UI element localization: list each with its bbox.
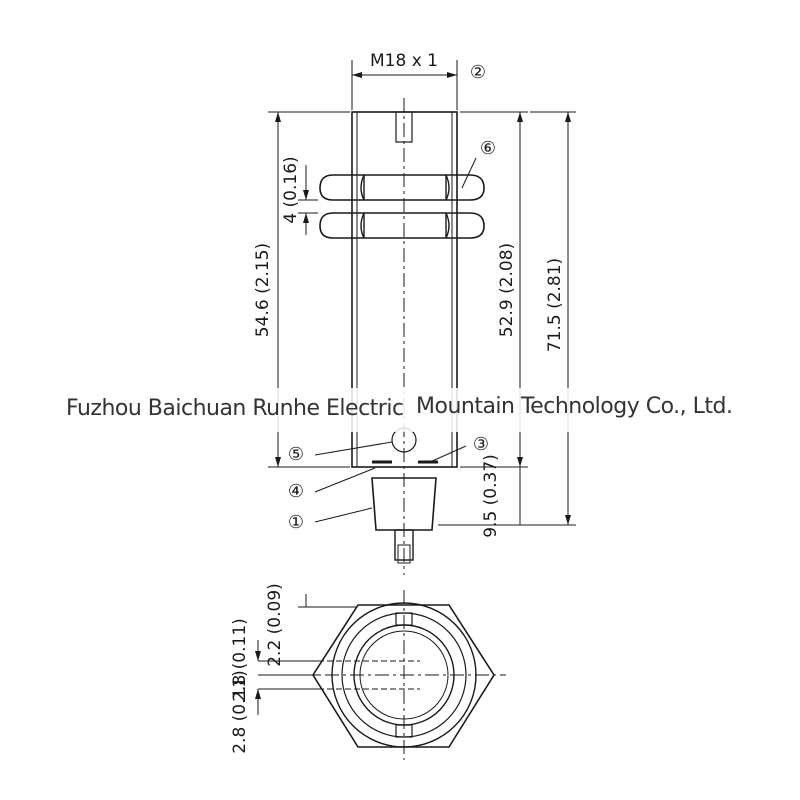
- nut-upper: [319, 174, 485, 201]
- callout-6: ⑥: [480, 138, 496, 159]
- callout-2: ②: [470, 62, 486, 83]
- dim-body-right: 52.9 (2.08): [497, 243, 517, 337]
- watermark-band: Fuzhou Baichuan Runhe Electric Mountain …: [0, 388, 800, 432]
- dim-connector: 9.5 (0.37): [481, 454, 501, 538]
- callout-5: ⑤: [288, 444, 304, 465]
- thread-label: M18 x 1: [370, 51, 438, 71]
- nut-lower: [319, 212, 485, 239]
- dim-overall-right: 71.5 (2.81): [545, 258, 565, 352]
- connector-pin: [394, 529, 414, 561]
- watermark-text-right: Mountain Technology Co., Ltd.: [416, 394, 733, 419]
- dim-slot-depth: 2.2 (0.09): [265, 583, 285, 667]
- callout-4: ④: [288, 481, 304, 502]
- watermark-text-left: Fuzhou Baichuan Runhe Electric: [66, 396, 404, 421]
- end-view: [300, 590, 506, 760]
- connector-housing: [371, 477, 437, 531]
- svg-text:9.5 (0.37): 9.5 (0.37): [481, 454, 501, 538]
- callout-1: ①: [288, 512, 304, 533]
- callout-3: ③: [473, 434, 489, 455]
- dim-slot-upper: 2.8 (0.11): [230, 618, 250, 702]
- dim-slot-lower: 2.8 (0.11): [230, 670, 250, 754]
- dim-overall-left: 54.6 (2.15): [253, 243, 273, 337]
- dim-nut-thickness: 4 (0.16): [281, 156, 301, 223]
